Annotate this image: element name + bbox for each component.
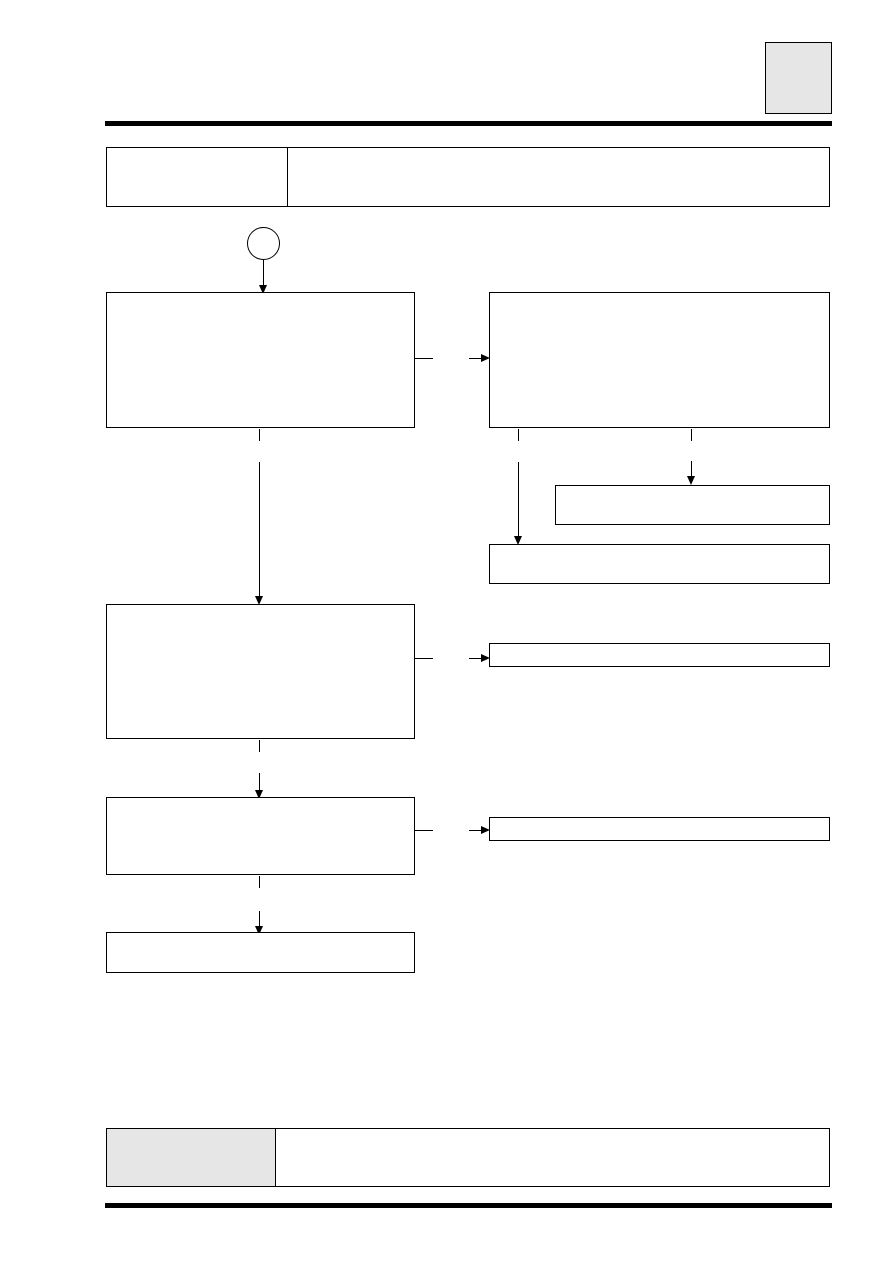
connector-step-3-to-branch-a: [415, 830, 433, 831]
edge-label-step-1-down: [239, 442, 279, 460]
connector-step-3-to-branch-b: [469, 830, 481, 831]
arrowhead-start-to-step-1: [259, 285, 267, 294]
header-table: [106, 147, 830, 207]
arrowhead-step-3-to-branch: [481, 826, 490, 834]
arrowhead-branch-right: [687, 476, 695, 485]
edge-label-branch-left: [500, 442, 540, 460]
step-1-box: [106, 292, 415, 428]
arrowhead-step-1-to-branch: [481, 354, 490, 362]
connector-step-1-down-a: [259, 429, 260, 441]
bottom-rule: [105, 1203, 832, 1208]
connector-branch-right-a: [691, 429, 692, 441]
connector-branch-left-b: [518, 462, 519, 538]
step-2-box: [106, 604, 415, 739]
step-1-branch-result-b-box: [489, 544, 830, 584]
edge-label-branch-right: [672, 442, 712, 460]
step-3-branch-box: [489, 817, 830, 841]
arrowhead-step-2-to-branch: [481, 654, 490, 662]
connector-step-1-to-branch-a: [415, 358, 433, 359]
step-2-branch-box: [489, 643, 830, 667]
header-left-cell: [107, 148, 288, 206]
edge-label-step-3-down: [239, 889, 279, 907]
step-1-branch-result-a-box: [555, 485, 830, 525]
header-divider: [287, 148, 288, 206]
connector-step-1-to-branch-b: [469, 358, 481, 359]
step-1-branch-box: [489, 292, 830, 428]
edge-label-step-3-to-branch: [433, 822, 469, 838]
footer-divider: [275, 1129, 276, 1186]
footer-right-cell: [276, 1129, 829, 1186]
page-tab-marker: [765, 42, 832, 114]
arrowhead-step-3-down: [255, 926, 263, 935]
connector-step-2-to-branch-b: [469, 658, 481, 659]
footer-table: [106, 1128, 830, 1187]
arrowhead-branch-left: [514, 536, 522, 545]
connector-step-2-down-a: [259, 740, 260, 752]
connector-step-2-to-branch-a: [415, 658, 433, 659]
edge-label-step-2-to-branch: [433, 650, 469, 666]
connector-step-1-down-b: [259, 462, 260, 598]
connector-branch-right-b: [691, 461, 692, 477]
arrowhead-step-1-down: [255, 596, 263, 605]
connector-branch-left-a: [518, 429, 519, 441]
top-rule: [105, 121, 832, 126]
connector-step-3-down-b: [259, 911, 260, 927]
start-connector: [247, 227, 280, 260]
header-right-cell: [288, 148, 829, 206]
step-4-box: [106, 932, 415, 973]
edge-label-step-2-down: [239, 753, 279, 771]
arrowhead-step-2-down: [255, 790, 263, 799]
footer-left-cell: [107, 1129, 275, 1186]
step-3-box: [106, 797, 415, 875]
connector-step-3-down-a: [259, 876, 260, 888]
connector-step-2-down-b: [259, 773, 260, 791]
connector-start-to-step-1: [263, 260, 264, 286]
edge-label-step-1-to-branch: [433, 350, 469, 366]
